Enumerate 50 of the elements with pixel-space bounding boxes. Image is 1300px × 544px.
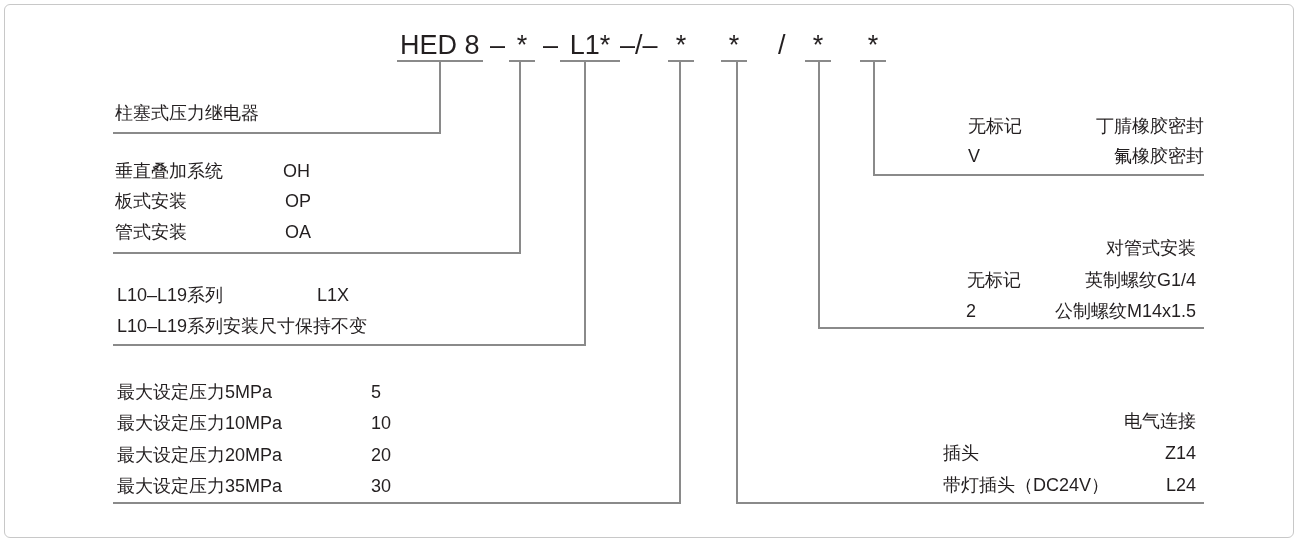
option-text: 无标记 [967,269,1021,291]
option-text: OH [283,160,310,182]
option-text: 带灯插头（DC24V） [943,474,1110,496]
connector-line [736,61,738,504]
option-text: OA [285,221,311,243]
code-segment: * [805,30,831,62]
code-segment: * [668,30,694,62]
code-segment: L1* [560,30,620,62]
option-text: 电气连接 [1124,410,1196,432]
option-text: L24 [1165,474,1196,496]
option-text: 插头 [943,442,979,464]
connector-line [873,61,875,176]
option-text: 10 [371,412,392,434]
option-text: V [968,145,980,167]
option-text: 管式安装 [115,221,187,243]
option-text: 板式安装 [115,190,187,212]
code-segment: * [509,30,535,62]
option-text: 2 [966,300,976,322]
option-text: 氟橡胶密封 [1114,145,1204,167]
option-text: Z14 [1164,442,1196,464]
connector-line [439,61,441,134]
option-text: L10–L19系列 [117,284,224,306]
option-text: 最大设定压力5MPa [117,381,273,403]
option-text: 无标记 [968,115,1022,137]
option-text: 垂直叠加系统 [115,160,223,182]
option-text: 30 [371,475,392,497]
option-text: 最大设定压力20MPa [117,444,283,466]
option-text: L1X [317,284,350,306]
option-text: 公制螺纹M14x1.5 [1054,300,1196,322]
option-text: 20 [371,444,392,466]
option-text: 英制螺纹G1/4 [1084,269,1196,291]
option-text: 对管式安装 [1106,237,1196,259]
option-text: OP [285,190,311,212]
code-segment: HED 8 [397,30,483,62]
option-text: 最大设定压力10MPa [117,412,283,434]
code-separator: / [778,30,786,60]
code-separator: – [543,30,559,60]
connector-line [519,61,521,254]
connector-line [818,61,820,329]
option-text: 5 [371,381,381,403]
code-separator: –/– [620,30,658,60]
connector-line [679,61,681,504]
option-text: L10–L19系列安装尺寸保持不变 [117,315,368,337]
connector-line [584,61,586,346]
code-separator: – [490,30,506,60]
code-segment: * [721,30,747,62]
option-text: 丁腈橡胶密封 [1096,115,1204,137]
option-text: 柱塞式压力继电器 [115,102,259,124]
option-text: 最大设定压力35MPa [117,475,283,497]
code-segment: * [860,30,886,62]
